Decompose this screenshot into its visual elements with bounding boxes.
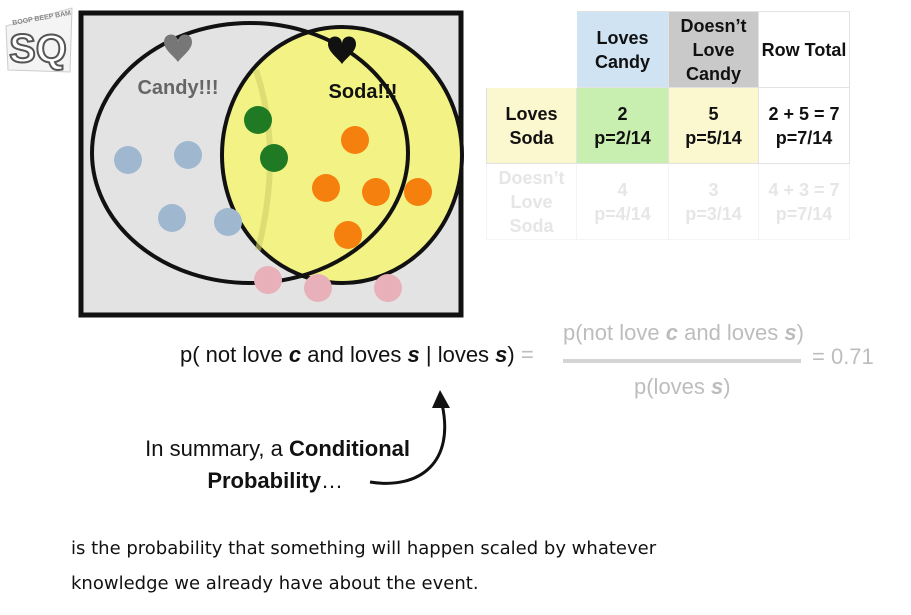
soda-only-dot: [312, 174, 340, 202]
header-loves-candy: Loves Candy: [576, 11, 669, 88]
summary-line-1: In summary, a Conditional: [145, 436, 410, 461]
soda-only-dot: [341, 126, 369, 154]
header-doesnt-love-candy: Doesn’t Love Candy: [668, 11, 759, 88]
cell-doesnt-love-soda-loves-candy: 4 p=4/14: [576, 163, 669, 240]
curved-arrow-icon: [369, 390, 450, 485]
caption-line-1: is the probability that something will h…: [71, 538, 657, 559]
both-dot: [260, 144, 288, 172]
candy-label: Candy!!!: [137, 77, 218, 99]
fraction-bar: [563, 359, 801, 363]
equation-result: = 0.71: [812, 344, 874, 369]
row-label-loves-soda: Loves Soda: [486, 87, 577, 164]
row-label-doesnt-love-soda: Doesn’t Love Soda: [486, 163, 577, 240]
header-text: Love: [692, 39, 735, 60]
black-heart-icon: [328, 36, 356, 64]
neither-dot: [374, 274, 402, 302]
candy-only-dot: [174, 141, 202, 169]
candy-only-dot: [114, 146, 142, 174]
header-row-total: Row Total: [758, 11, 850, 88]
neither-dot: [304, 274, 332, 302]
candy-only-dot: [158, 204, 186, 232]
cell-doesnt-love-soda-doesnt-love-candy: 3 p=3/14: [668, 163, 759, 240]
soda-circle: [220, 25, 464, 285]
soda-only-dot: [334, 221, 362, 249]
venn-diagram: Candy!!! Soda!!!: [78, 10, 464, 318]
equation-lhs: p( not love c and loves s | loves s) =: [180, 342, 534, 367]
soda-only-dot: [362, 178, 390, 206]
soda-only-dot: [404, 178, 432, 206]
cell-loves-soda-total: 2 + 5 = 7 p=7/14: [758, 87, 850, 164]
both-dot: [244, 106, 272, 134]
cell-loves-soda-loves-candy: 2 p=2/14: [576, 87, 669, 164]
neither-dot: [254, 266, 282, 294]
cell-loves-soda-doesnt-love-candy: 5 p=5/14: [668, 87, 759, 164]
contingency-table: Loves Candy Doesn’t Love Candy Row Total…: [486, 11, 850, 240]
header-text: Candy: [594, 51, 650, 72]
table-corner: [486, 11, 577, 88]
candy-only-dot: [214, 208, 242, 236]
summary-line-2: Probability…: [207, 468, 343, 493]
statquest-logo: BOOP BEEP BAM SQ: [5, 7, 73, 73]
equation-denominator: p(loves s): [634, 374, 731, 399]
header-text: Doesn’t: [680, 15, 747, 36]
logo-letters: SQ: [9, 27, 67, 71]
row-loves-soda: Loves Soda 2 p=2/14 5 p=5/14 2 + 5 = 7 p…: [486, 87, 850, 164]
header-text: Loves: [596, 27, 649, 48]
equation-numerator: p(not love c and loves s): [563, 320, 804, 345]
caption-line-2: knowledge we already have about the even…: [71, 573, 479, 594]
header-text: Candy: [685, 63, 741, 84]
cell-doesnt-love-soda-total: 4 + 3 = 7 p=7/14: [758, 163, 850, 240]
soda-label: Soda!!!: [329, 81, 398, 103]
row-doesnt-love-soda: Doesn’t Love Soda 4 p=4/14 3 p=3/14 4 + …: [486, 163, 850, 240]
candy-circle: [90, 21, 410, 285]
gray-heart-icon: [164, 34, 192, 62]
